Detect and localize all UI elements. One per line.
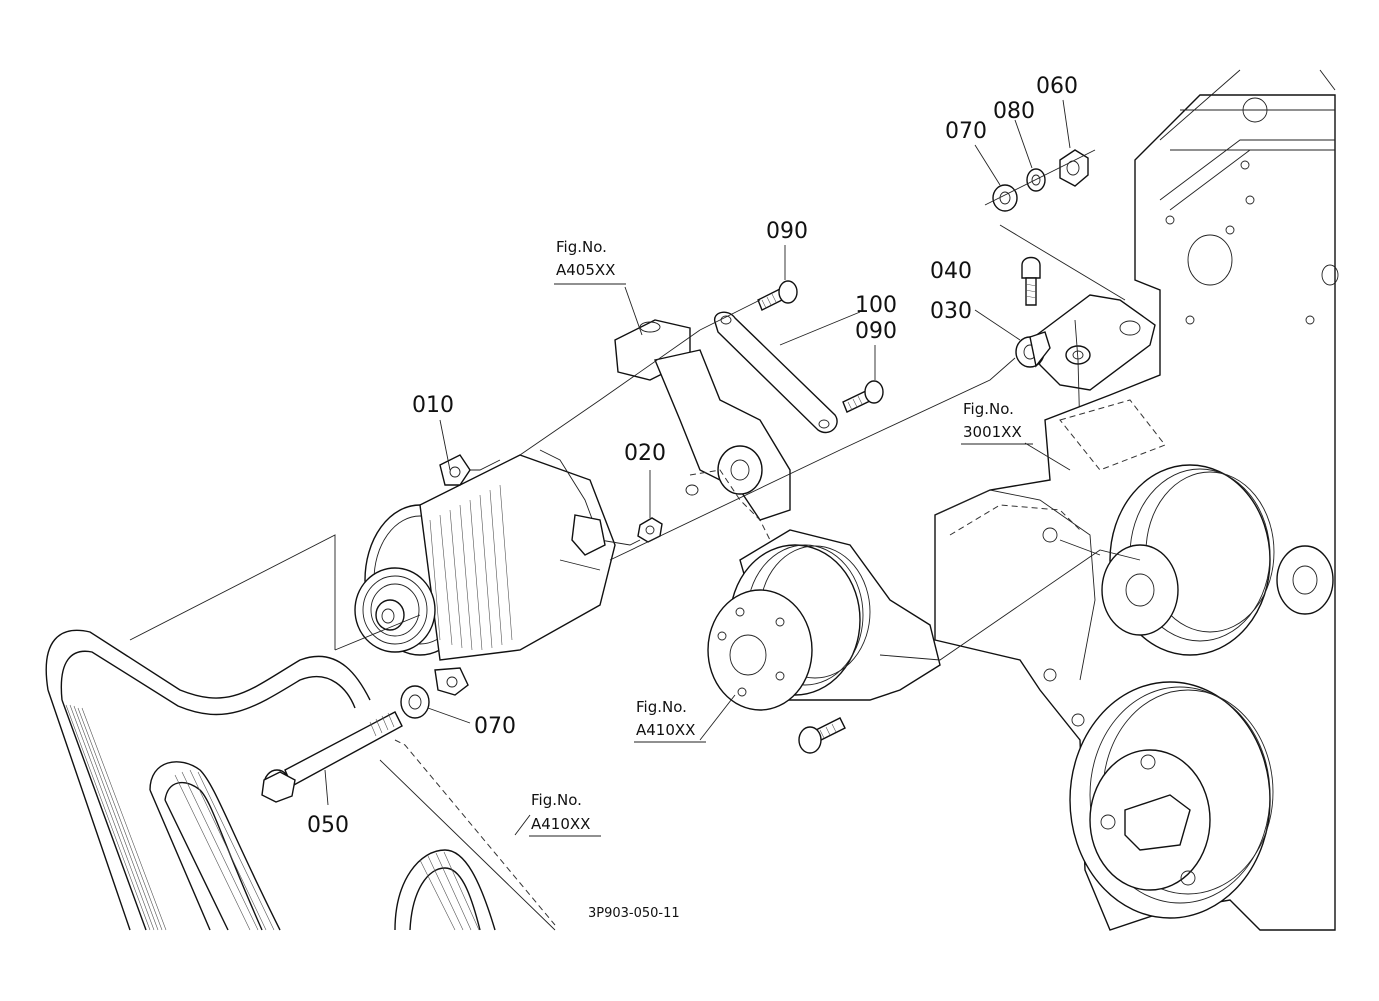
alternator <box>354 449 641 696</box>
link-arm-100 <box>714 311 838 434</box>
leader-lines <box>324 99 1141 836</box>
fig-ref-a410-belt-line2: A410XX <box>531 815 590 833</box>
fig-ref-a410-belt: Fig.No. A410XX <box>529 791 601 837</box>
part-label-010: 010 <box>412 393 454 418</box>
part-label-020: 020 <box>624 441 666 466</box>
fig-ref-a410-pump-line1: Fig.No. <box>636 698 687 716</box>
bolt-040 <box>1021 256 1041 306</box>
part-label-070-lower: 070 <box>474 714 516 739</box>
nut-020 <box>637 517 663 543</box>
mount-block <box>1029 294 1156 436</box>
v-belt-middle <box>149 761 281 931</box>
engine-block <box>934 69 1339 931</box>
fig-ref-a405: Fig.No. A405XX <box>554 238 626 285</box>
v-belt-outer <box>45 629 371 931</box>
part-label-050: 050 <box>307 813 349 838</box>
part-label-040: 040 <box>930 259 972 284</box>
washer-070-lower <box>400 685 430 719</box>
belt-reference-lines <box>129 534 556 931</box>
v-belt-inner <box>394 849 496 931</box>
fig-ref-3001-line2: 3001XX <box>963 423 1022 441</box>
washer-070-upper <box>992 184 1018 212</box>
part-label-090-lower: 090 <box>855 319 897 344</box>
part-label-060: 060 <box>1036 74 1078 99</box>
drawing-code: 3P903-050-11 <box>588 906 680 921</box>
fig-ref-a410-belt-line1: Fig.No. <box>531 791 582 809</box>
water-pump <box>707 529 941 754</box>
part-label-080: 080 <box>993 99 1035 124</box>
fig-ref-a410-pump: Fig.No. A410XX <box>634 698 706 743</box>
part-label-100: 100 <box>855 293 897 318</box>
fig-ref-3001: Fig.No. 3001XX <box>961 400 1033 445</box>
bolt-090-upper <box>757 280 798 311</box>
bolt-050 <box>261 711 403 803</box>
fig-ref-3001-line1: Fig.No. <box>963 400 1014 418</box>
bracket-a405 <box>614 319 791 541</box>
part-label-070-upper: 070 <box>945 119 987 144</box>
fig-ref-a405-line2: A405XX <box>556 261 615 279</box>
collar-030 <box>1015 331 1051 368</box>
part-label-030: 030 <box>930 299 972 324</box>
part-label-090-upper: 090 <box>766 219 808 244</box>
fig-ref-a410-pump-line2: A410XX <box>636 721 695 739</box>
fig-ref-a405-line1: Fig.No. <box>556 238 607 256</box>
bolt-090-lower <box>842 380 884 413</box>
